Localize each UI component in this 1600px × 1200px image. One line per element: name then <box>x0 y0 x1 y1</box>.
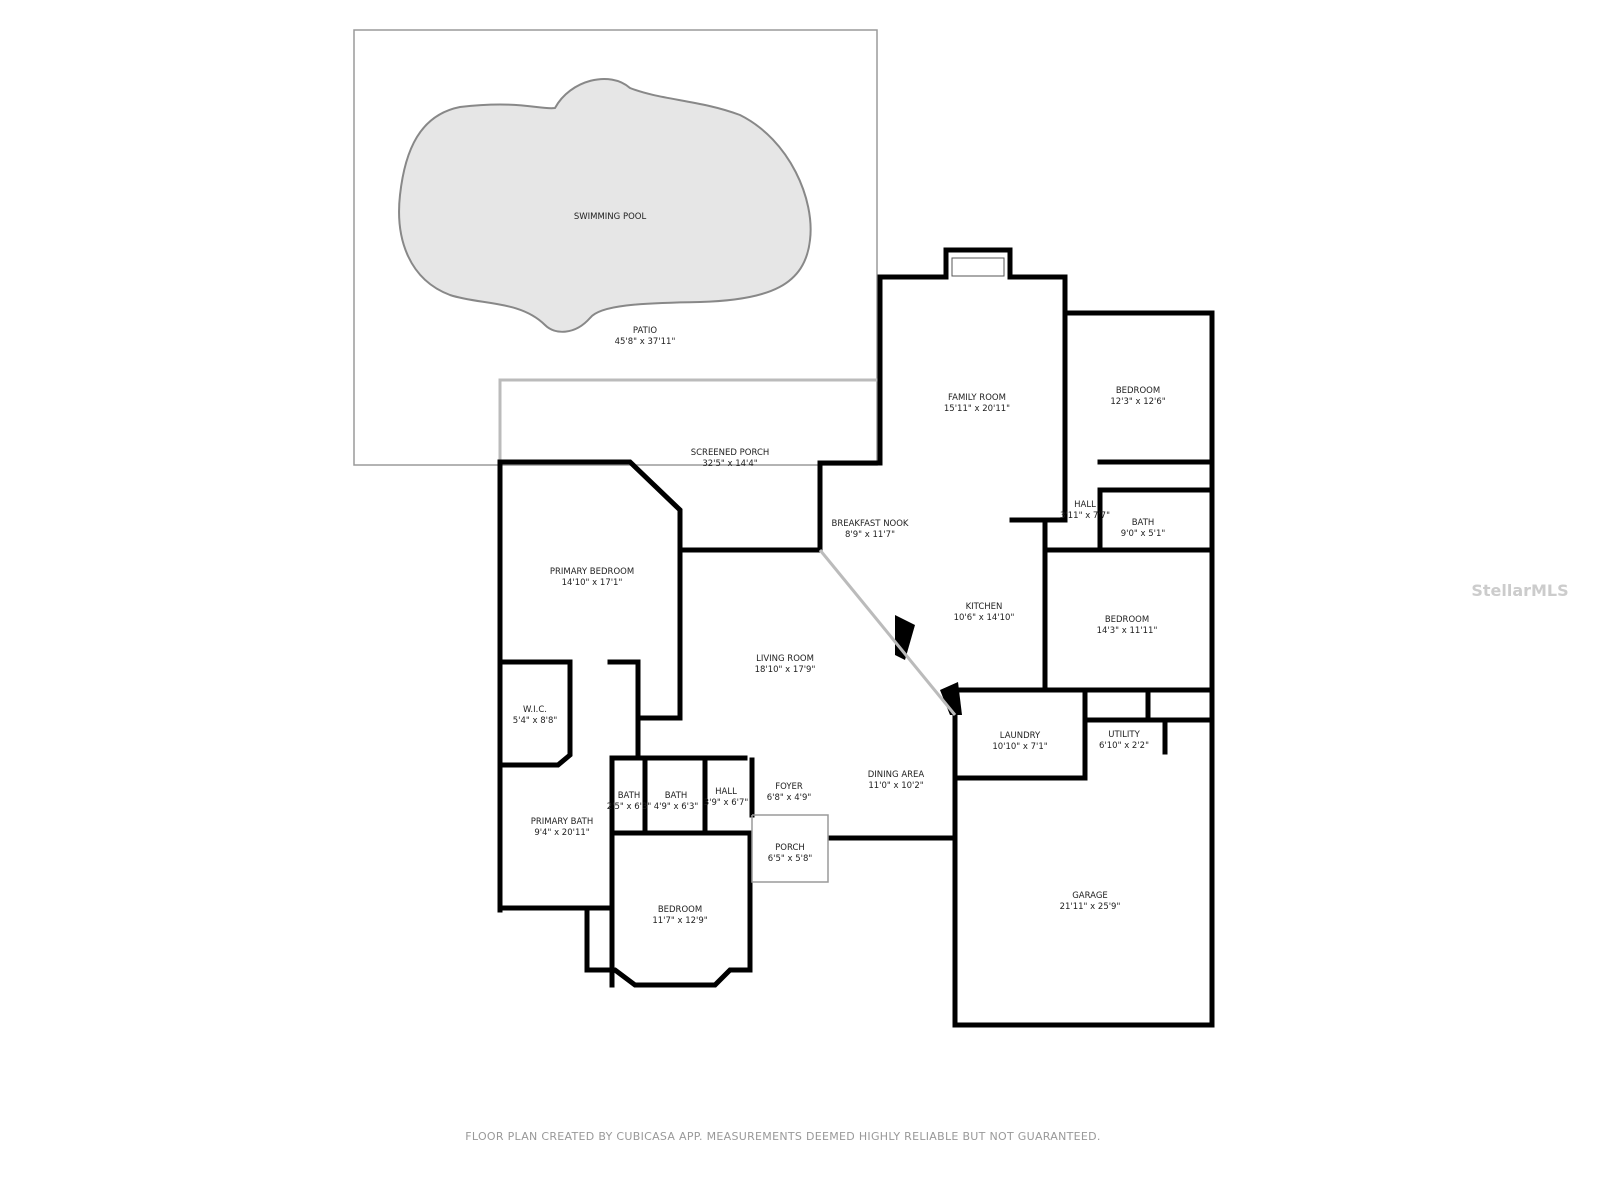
room-dims: 11'7" x 12'9" <box>652 916 707 926</box>
screened-porch-wall <box>498 378 878 465</box>
room-name: SWIMMING POOL <box>574 212 647 222</box>
room-name: PRIMARY BATH <box>531 817 594 827</box>
room-name: LAUNDRY <box>1000 731 1041 741</box>
room-dims: 9'0" x 5'1" <box>1121 529 1166 539</box>
room-dims: 2'5" x 6'3" <box>607 802 652 812</box>
room-name: BEDROOM <box>658 905 702 915</box>
room-labels: SWIMMING POOL PATIO 45'8" x 37'11" FAMIL… <box>513 212 1166 926</box>
room-name: KITCHEN <box>966 602 1003 612</box>
room-dims: 32'5" x 14'4" <box>702 459 757 469</box>
room-dims: 4'9" x 6'3" <box>654 802 699 812</box>
watermark: StellarMLS <box>1471 581 1568 600</box>
room-name: BATH <box>618 791 641 801</box>
room-name: PORCH <box>775 843 805 853</box>
porch-outline <box>751 814 829 883</box>
room-name: FAMILY ROOM <box>948 393 1006 403</box>
room-dims: 8'9" x 11'7" <box>845 530 895 540</box>
room-name: PRIMARY BEDROOM <box>550 567 634 577</box>
room-name: HALL <box>715 787 737 797</box>
room-dims: 6'10" x 2'2" <box>1099 741 1149 751</box>
room-name: HALL <box>1074 500 1096 510</box>
swimming-pool <box>398 78 812 333</box>
room-dims: 10'10" x 7'1" <box>992 742 1047 752</box>
room-dims: 3'11" x 7'7" <box>1060 511 1110 521</box>
walls <box>497 247 1215 1028</box>
room-name: BREAKFAST NOOK <box>831 519 908 529</box>
room-name: BATH <box>1132 518 1155 528</box>
room-name: DINING AREA <box>868 770 925 780</box>
patio-outline <box>353 29 878 466</box>
room-dims: 45'8" x 37'11" <box>615 337 676 347</box>
room-dims: 15'11" x 20'11" <box>944 404 1010 414</box>
room-dims: 11'0" x 10'2" <box>868 781 923 791</box>
room-dims: 6'8" x 4'9" <box>767 793 812 803</box>
room-dims: 6'5" x 5'8" <box>768 854 813 864</box>
room-dims: 3'9" x 6'7" <box>704 798 749 808</box>
room-dims: 9'4" x 20'11" <box>534 828 589 838</box>
room-dims: 10'6" x 14'10" <box>954 613 1015 623</box>
room-dims: 5'4" x 8'8" <box>513 716 558 726</box>
room-name: LIVING ROOM <box>756 654 814 664</box>
room-name: BEDROOM <box>1116 386 1160 396</box>
room-name: PATIO <box>633 326 657 336</box>
room-name: FOYER <box>775 782 803 792</box>
room-dims: 21'11" x 25'9" <box>1060 902 1121 912</box>
room-name: BATH <box>665 791 688 801</box>
footer-disclaimer: FLOOR PLAN CREATED BY CUBICASA APP. MEAS… <box>465 1130 1100 1143</box>
room-name: SCREENED PORCH <box>691 448 770 458</box>
room-name: UTILITY <box>1108 730 1140 740</box>
room-dims: 12'3" x 12'6" <box>1110 397 1165 407</box>
room-dims: 18'10" x 17'9" <box>755 665 816 675</box>
room-name: GARAGE <box>1072 891 1108 901</box>
room-name: BEDROOM <box>1105 615 1149 625</box>
fireplace <box>951 257 1005 277</box>
room-dims: 14'3" x 11'11" <box>1097 626 1158 636</box>
kitchen-diagonal-wall <box>818 549 957 716</box>
room-name: W.I.C. <box>523 705 547 715</box>
room-dims: 14'10" x 17'1" <box>562 578 623 588</box>
